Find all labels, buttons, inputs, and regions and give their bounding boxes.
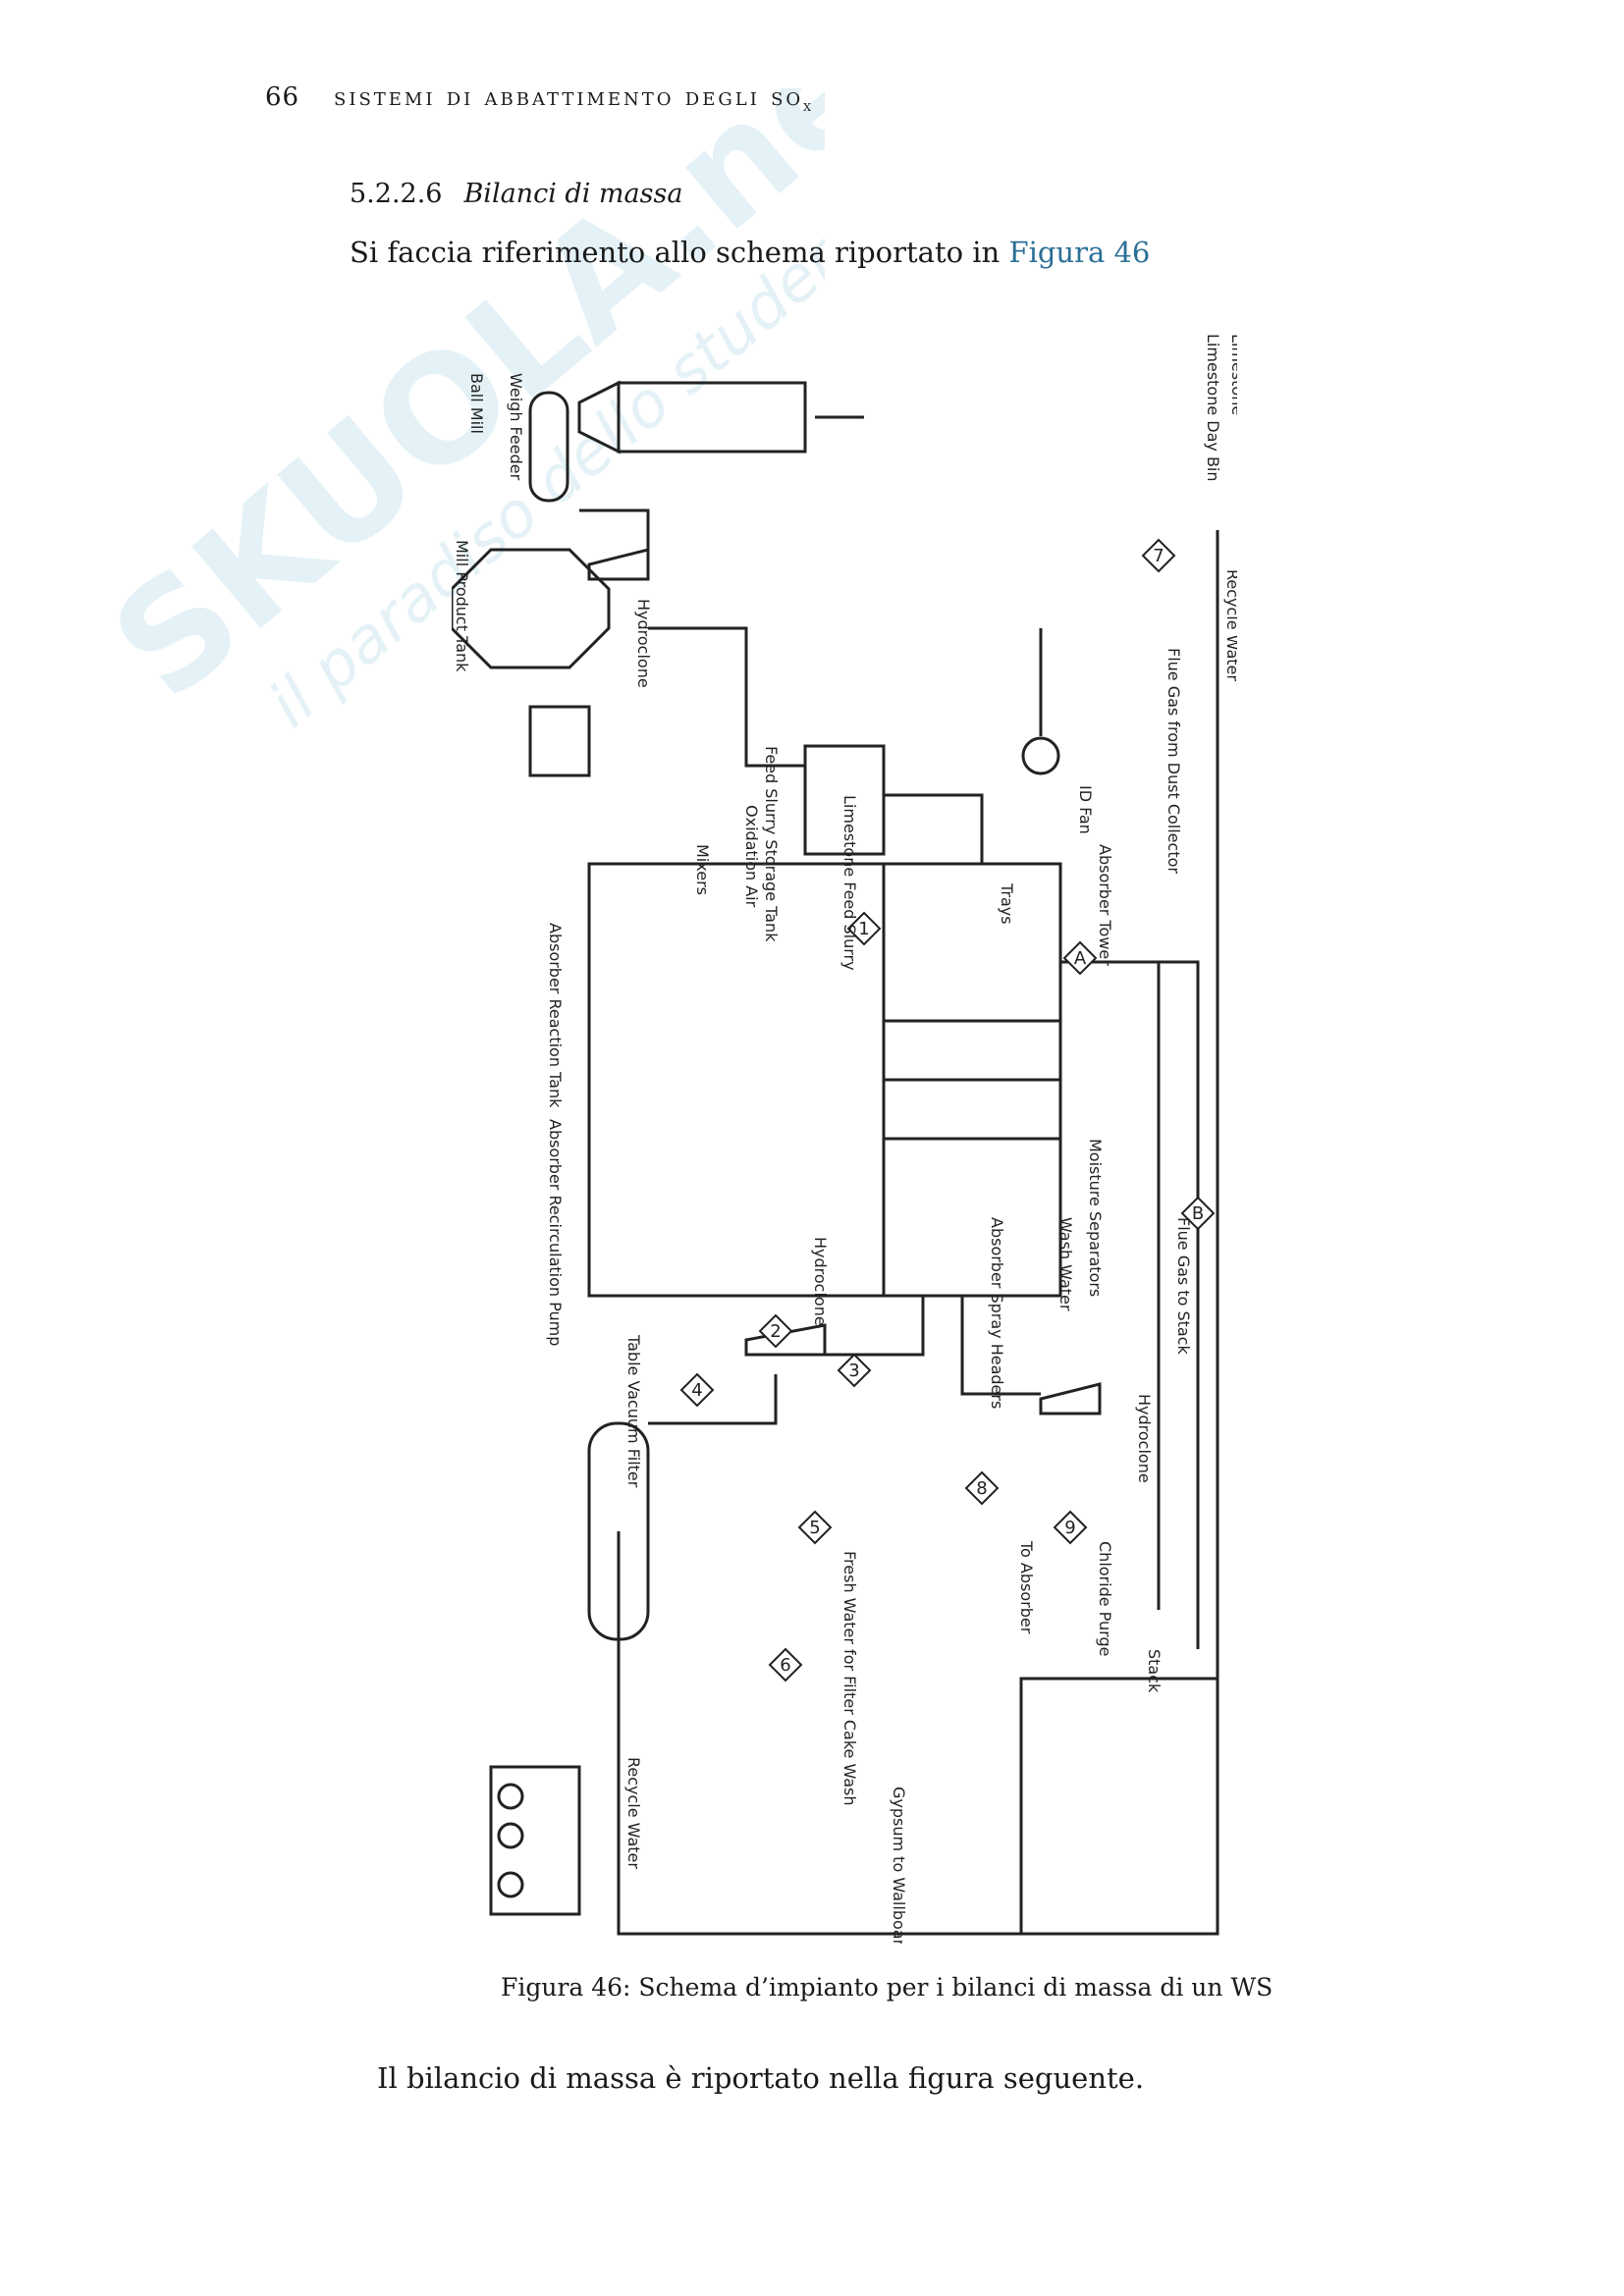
section-title: Bilanci di massa bbox=[463, 179, 682, 209]
label-moisture-separators: Moisture Separators bbox=[1086, 1139, 1105, 1297]
label-hydroclone-mid: Hydroclone bbox=[811, 1237, 830, 1326]
label-mill-product-tank: Mill Product Tank bbox=[453, 540, 471, 672]
stream-marker-3: 3 bbox=[839, 1355, 870, 1386]
svg-text:7: 7 bbox=[1153, 546, 1164, 566]
label-absorber-tower: Absorber Tower bbox=[1096, 844, 1114, 966]
label-feed-slurry-tank: Feed Slurry Storage Tank bbox=[762, 746, 781, 942]
stream-marker-8: 8 bbox=[966, 1472, 998, 1504]
stream-marker-A: A bbox=[1064, 942, 1096, 974]
label-weigh-feeder: Weigh Feeder bbox=[507, 373, 525, 481]
label-hydroclone-low: Hydroclone bbox=[1135, 1394, 1154, 1483]
page-number: 66 bbox=[265, 82, 299, 112]
label-fresh-water: Fresh Water for Filter Cake Wash bbox=[840, 1551, 859, 1806]
paragraph-intro: Si faccia riferimento allo schema riport… bbox=[350, 236, 1150, 269]
label-recycle-water-bottom: Recycle Water bbox=[624, 1757, 643, 1869]
stream-marker-4: 4 bbox=[681, 1374, 713, 1406]
label-oxidation-air: Oxidation Air bbox=[742, 805, 761, 908]
label-gypsum: Gypsum to Wallboard Manufacturer bbox=[890, 1787, 908, 1944]
running-title: sistemi di abbattimento degli sox bbox=[334, 82, 814, 115]
label-id-fan: ID Fan bbox=[1076, 785, 1095, 834]
stream-marker-7: 7 bbox=[1143, 540, 1174, 571]
svg-text:A: A bbox=[1074, 948, 1087, 969]
label-flue-gas-from: Flue Gas from Dust Collector bbox=[1164, 648, 1183, 874]
svg-text:2: 2 bbox=[770, 1321, 781, 1342]
label-recycle-water-top: Recycle Water bbox=[1223, 569, 1237, 681]
label-trays: Trays bbox=[998, 882, 1016, 925]
svg-text:8: 8 bbox=[976, 1478, 987, 1499]
label-absorber-reaction-tank: Absorber Reaction Tank bbox=[546, 923, 565, 1108]
stream-marker-2: 2 bbox=[760, 1315, 791, 1347]
label-chloride-purge: Chloride Purge bbox=[1096, 1541, 1114, 1656]
stream-marker-9: 9 bbox=[1055, 1512, 1086, 1543]
svg-text:5: 5 bbox=[809, 1518, 820, 1538]
figure-link[interactable]: Figura 46 bbox=[1008, 236, 1150, 269]
stream-marker-5: 5 bbox=[799, 1512, 831, 1543]
label-day-bin: Limestone Day Bin bbox=[1204, 334, 1222, 482]
label-table-filter: Table Vacuum Filter bbox=[624, 1334, 643, 1488]
process-diagram: A B 1 2 3 4 5 6 7 8 9 Limestone Limeston… bbox=[452, 334, 1237, 1944]
label-recirculation-pump: Absorber Recirculation Pump bbox=[546, 1119, 565, 1346]
stream-marker-6: 6 bbox=[770, 1649, 801, 1681]
svg-text:9: 9 bbox=[1064, 1518, 1075, 1538]
section-heading: 5.2.2.6 Bilanci di massa bbox=[350, 179, 682, 209]
label-mixers: Mixers bbox=[693, 844, 712, 895]
label-flue-gas-to-stack: Flue Gas to Stack bbox=[1174, 1217, 1193, 1356]
label-hydroclone-top: Hydroclone bbox=[634, 599, 653, 688]
svg-text:4: 4 bbox=[691, 1380, 702, 1401]
label-to-absorber: To Absorber bbox=[1017, 1540, 1036, 1634]
paragraph-body: Il bilancio di massa è riportato nella f… bbox=[377, 2061, 1144, 2095]
label-wash-water: Wash Water bbox=[1056, 1217, 1075, 1311]
label-spray-headers: Absorber Spray Headers bbox=[988, 1217, 1006, 1409]
svg-text:3: 3 bbox=[848, 1361, 859, 1381]
section-number: 5.2.2.6 bbox=[350, 179, 442, 209]
figure-caption: Figura 46: Schema d’impianto per i bilan… bbox=[501, 1973, 1272, 2002]
svg-text:1: 1 bbox=[858, 919, 869, 939]
label-limestone-feed-slurry: Limestone Feed Slurry bbox=[840, 795, 859, 971]
label-stack: Stack bbox=[1145, 1649, 1164, 1693]
label-limestone: Limestone bbox=[1228, 334, 1237, 415]
label-ball-mill: Ball Mill bbox=[467, 373, 486, 434]
svg-text:6: 6 bbox=[780, 1655, 790, 1676]
